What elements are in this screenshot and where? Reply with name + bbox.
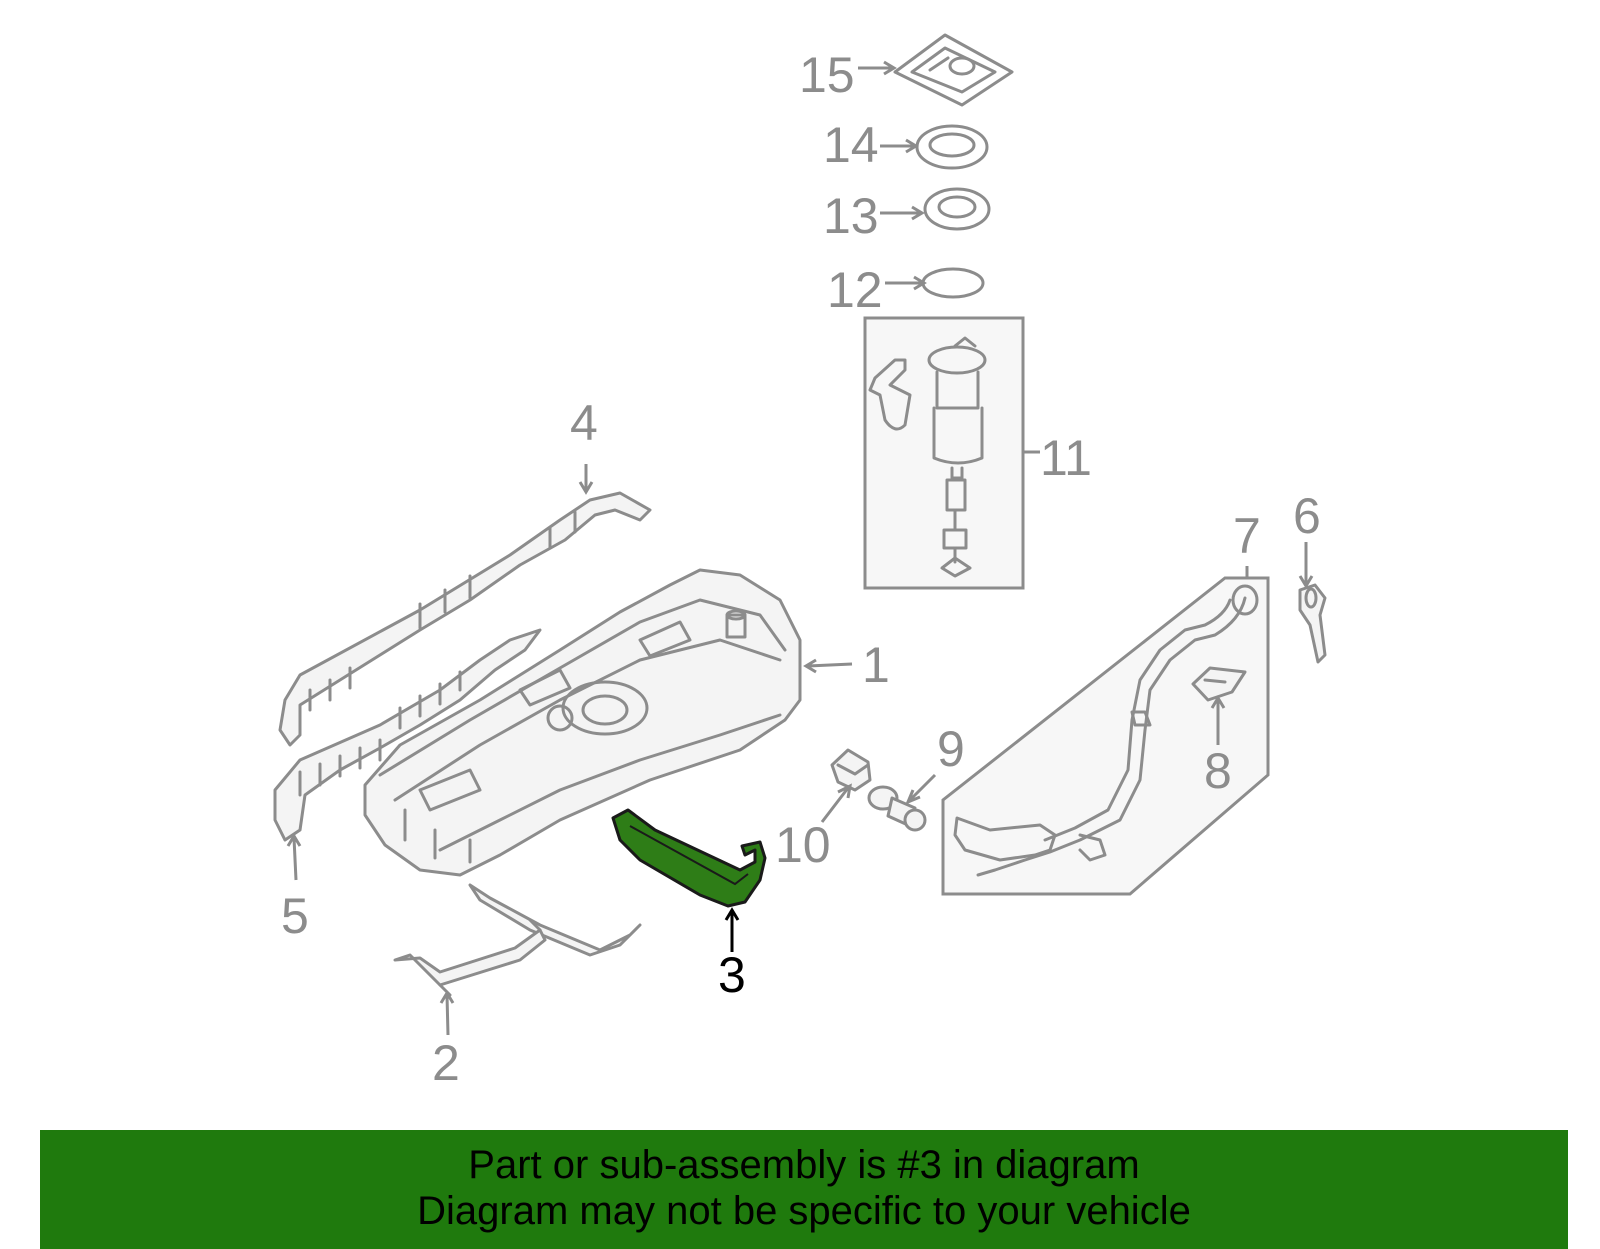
part-11-fuel-pump-assembly[interactable] <box>863 316 1025 590</box>
part-6-clip[interactable] <box>1298 583 1327 664</box>
callout-4: 4 <box>570 395 598 451</box>
part-8-bracket[interactable] <box>1191 666 1247 702</box>
callout-5: 5 <box>281 888 309 944</box>
part-7-filler-neck-assembly[interactable] <box>941 576 1270 896</box>
part-15-cover-plate[interactable] <box>893 33 1014 107</box>
callout-15: 15 <box>799 47 855 103</box>
part-2-tank-strap[interactable] <box>393 883 642 997</box>
part-10-cap[interactable] <box>830 748 872 792</box>
part-4-heat-shield[interactable] <box>278 491 652 747</box>
callout-6: 6 <box>1293 488 1321 544</box>
callout-10: 10 <box>775 817 831 873</box>
callout-9: 9 <box>937 721 965 777</box>
part-1-fuel-tank[interactable] <box>363 568 802 877</box>
callout-12: 12 <box>827 262 883 318</box>
part-5-heat-shield[interactable] <box>273 628 542 842</box>
callout-2: 2 <box>432 1035 460 1091</box>
callout-11: 11 <box>1040 430 1092 486</box>
banner-line-part-number: Part or sub-assembly is #3 in diagram <box>468 1143 1140 1187</box>
info-banner: Part or sub-assembly is #3 in diagram Di… <box>40 1130 1568 1249</box>
callout-3-highlighted: 3 <box>718 947 746 1003</box>
parts-diagram: 15 14 13 12 11 4 1 7 6 9 10 8 5 3 2 <box>273 33 1327 1091</box>
part-14-ring[interactable] <box>915 124 989 170</box>
callout-13: 13 <box>823 188 879 244</box>
part-12-gasket[interactable] <box>921 267 985 299</box>
callout-8: 8 <box>1204 743 1232 799</box>
callout-7: 7 <box>1233 508 1261 564</box>
part-13-ring[interactable] <box>923 187 991 231</box>
callout-14: 14 <box>823 117 879 173</box>
leader-lines <box>286 60 1314 1036</box>
callout-1: 1 <box>862 637 890 693</box>
part-9-valve[interactable] <box>867 785 927 832</box>
banner-line-disclaimer: Diagram may not be specific to your vehi… <box>417 1189 1191 1233</box>
part-3-tank-strap-highlighted[interactable] <box>611 808 767 908</box>
